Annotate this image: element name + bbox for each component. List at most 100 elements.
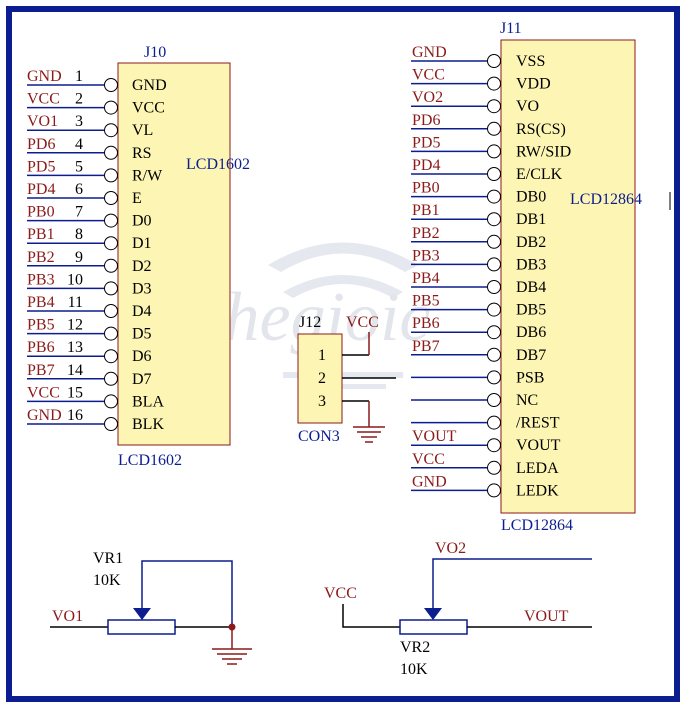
j11-pin-terminal-icon bbox=[487, 76, 501, 91]
j10-pin-name: BLA bbox=[132, 393, 164, 410]
vr2-component: VO2 VCC VOUT VR2 10K bbox=[324, 540, 592, 678]
j10-pin-name: R/W bbox=[132, 167, 163, 184]
j10-pin-name: RS bbox=[132, 145, 152, 162]
j11-pin-net: PB7 bbox=[412, 338, 440, 355]
j11-pin-name: DB1 bbox=[516, 211, 546, 228]
vr1-resistor-body bbox=[107, 619, 176, 635]
j10-pin-net: PB7 bbox=[27, 362, 55, 379]
j10-pin-name: VCC bbox=[132, 100, 165, 117]
j12-ground-icon bbox=[353, 426, 385, 443]
j11-pin-net: PB3 bbox=[412, 247, 440, 264]
vr2-wiper-wire bbox=[432, 558, 592, 609]
j12-pin-3-number: 3 bbox=[318, 393, 326, 410]
j11-pin-net: PD6 bbox=[412, 112, 440, 129]
j11-pin-name: DB7 bbox=[516, 347, 546, 364]
j10-pin-number: 3 bbox=[75, 113, 83, 130]
vr2-net-right: VOUT bbox=[524, 608, 569, 625]
j10-pin-number: 16 bbox=[67, 407, 83, 424]
j10-pin-net: GND bbox=[27, 407, 62, 424]
j10-pin-net: PB1 bbox=[27, 226, 55, 243]
j11-pin-name: DB6 bbox=[516, 324, 546, 341]
j10-pin-terminal-icon bbox=[104, 78, 118, 92]
j10-pin-terminal-icon bbox=[104, 371, 118, 386]
j10-pin-name: D4 bbox=[132, 303, 152, 320]
j11-pin-list: GNDVSSVCCVDDVO2VOPD6RS(CS)PD5RW/SIDPD4E/… bbox=[411, 44, 571, 499]
j10-pin-name: D7 bbox=[132, 371, 152, 388]
j11-pin-terminal-icon bbox=[487, 212, 501, 227]
j10-pin-name: D6 bbox=[132, 348, 152, 365]
j10-pin-name: E bbox=[132, 190, 142, 207]
j11-pin-name: LEDK bbox=[516, 482, 559, 499]
j10-pin-name: D1 bbox=[132, 235, 152, 252]
j11-component: J11 LCD12864 LCD12864 GNDVSSVCCVDDVO2VOP… bbox=[411, 20, 671, 534]
j11-pin-terminal-icon bbox=[487, 99, 501, 114]
j10-pin-terminal-icon bbox=[104, 349, 118, 364]
j10-pin-terminal-icon bbox=[104, 236, 118, 251]
j10-pin-number: 15 bbox=[67, 384, 83, 401]
j10-pin-terminal-icon bbox=[104, 100, 118, 115]
j11-pin-name: VO bbox=[516, 98, 539, 115]
j10-pin-net: PD5 bbox=[27, 158, 55, 175]
j10-inside-label: LCD1602 bbox=[186, 156, 250, 173]
j10-pin-net: GND bbox=[27, 68, 62, 85]
j11-designator: J11 bbox=[500, 20, 522, 37]
j10-pin-terminal-icon bbox=[104, 417, 118, 431]
j10-pin-number: 8 bbox=[75, 226, 83, 243]
j11-pin-net: PD5 bbox=[412, 134, 440, 151]
j11-pin-name: DB3 bbox=[516, 256, 546, 273]
j10-pin-terminal-icon bbox=[104, 145, 118, 160]
j12-pin-1-number: 1 bbox=[318, 347, 326, 364]
j11-pin-name: DB5 bbox=[516, 302, 546, 319]
j10-pin-number: 1 bbox=[75, 68, 83, 85]
vr1-wiper-wire bbox=[141, 560, 233, 627]
j10-pin: PD5 5R/W bbox=[27, 158, 163, 184]
j11-pin-name: RS(CS) bbox=[516, 121, 566, 138]
j11-pin-terminal-icon bbox=[487, 370, 501, 385]
j11-pin-name: E/CLK bbox=[516, 166, 563, 183]
watermark-logo-icon bbox=[268, 242, 418, 389]
j11-pin-terminal-icon bbox=[487, 347, 501, 362]
j10-pin-terminal-icon bbox=[104, 326, 118, 341]
j10-pin-terminal-icon bbox=[104, 281, 118, 296]
j11-pin-name: NC bbox=[516, 392, 538, 409]
j10-pin-terminal-icon bbox=[104, 258, 118, 273]
j11-pin-terminal-icon bbox=[487, 234, 501, 249]
j11-pin-name: DB0 bbox=[516, 189, 546, 206]
j10-pin-terminal-icon bbox=[104, 168, 118, 183]
j11-pin-terminal-icon bbox=[487, 483, 501, 498]
vr2-left-wire bbox=[342, 604, 400, 628]
j12-wires bbox=[342, 332, 396, 427]
j11-pin-terminal-icon bbox=[487, 415, 501, 430]
j11-pin-terminal-icon bbox=[487, 189, 501, 204]
j10-pin-number: 12 bbox=[67, 317, 83, 334]
j11-pin-net: PB5 bbox=[412, 293, 440, 310]
vr1-value: 10K bbox=[93, 572, 121, 589]
j11-pin-net: PD4 bbox=[412, 157, 440, 174]
j10-pin-number: 5 bbox=[75, 158, 83, 175]
j11-pin-name: LEDA bbox=[516, 460, 559, 477]
j11-pin-terminal-icon bbox=[487, 302, 501, 317]
vr1-ground-icon bbox=[212, 648, 252, 665]
j10-pin-number: 2 bbox=[75, 91, 83, 108]
j10-pin-net: PB5 bbox=[27, 317, 55, 334]
j10-pin-name: BLK bbox=[132, 416, 164, 433]
